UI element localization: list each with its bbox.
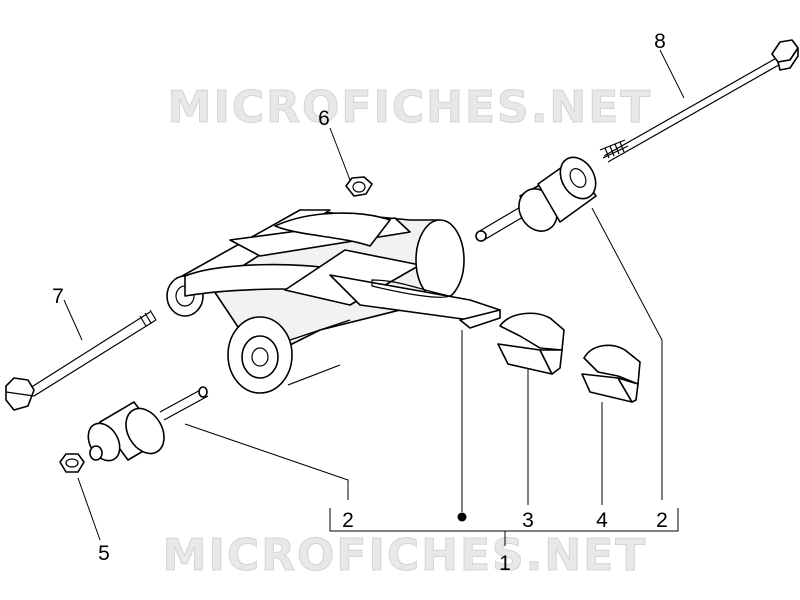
bushing-right bbox=[475, 156, 597, 242]
callout-7: 7 bbox=[52, 285, 64, 308]
callout-3: 3 bbox=[522, 509, 534, 532]
bolt-long-top bbox=[599, 39, 799, 163]
leader-lines bbox=[63, 49, 685, 546]
callout-8: 8 bbox=[654, 30, 666, 53]
bushing-left bbox=[87, 386, 209, 462]
watermark-top: MICROFICHES.NET bbox=[168, 82, 653, 133]
clip-part-4 bbox=[581, 344, 641, 403]
callout-2-right: 2 bbox=[656, 509, 668, 532]
callout-2-left: 2 bbox=[342, 509, 354, 532]
clip-part-3 bbox=[497, 312, 565, 375]
assembly-dot bbox=[457, 512, 467, 522]
bolt-long-left bbox=[5, 309, 157, 411]
callout-4: 4 bbox=[596, 509, 608, 532]
callout-1: 1 bbox=[499, 552, 511, 575]
swing-arm-body bbox=[166, 209, 501, 394]
nut-top bbox=[345, 176, 373, 197]
callout-6: 6 bbox=[318, 107, 330, 130]
callout-5: 5 bbox=[98, 542, 110, 565]
nut-bottom bbox=[59, 453, 85, 473]
watermark-bottom: MICROFICHES.NET bbox=[163, 530, 648, 581]
